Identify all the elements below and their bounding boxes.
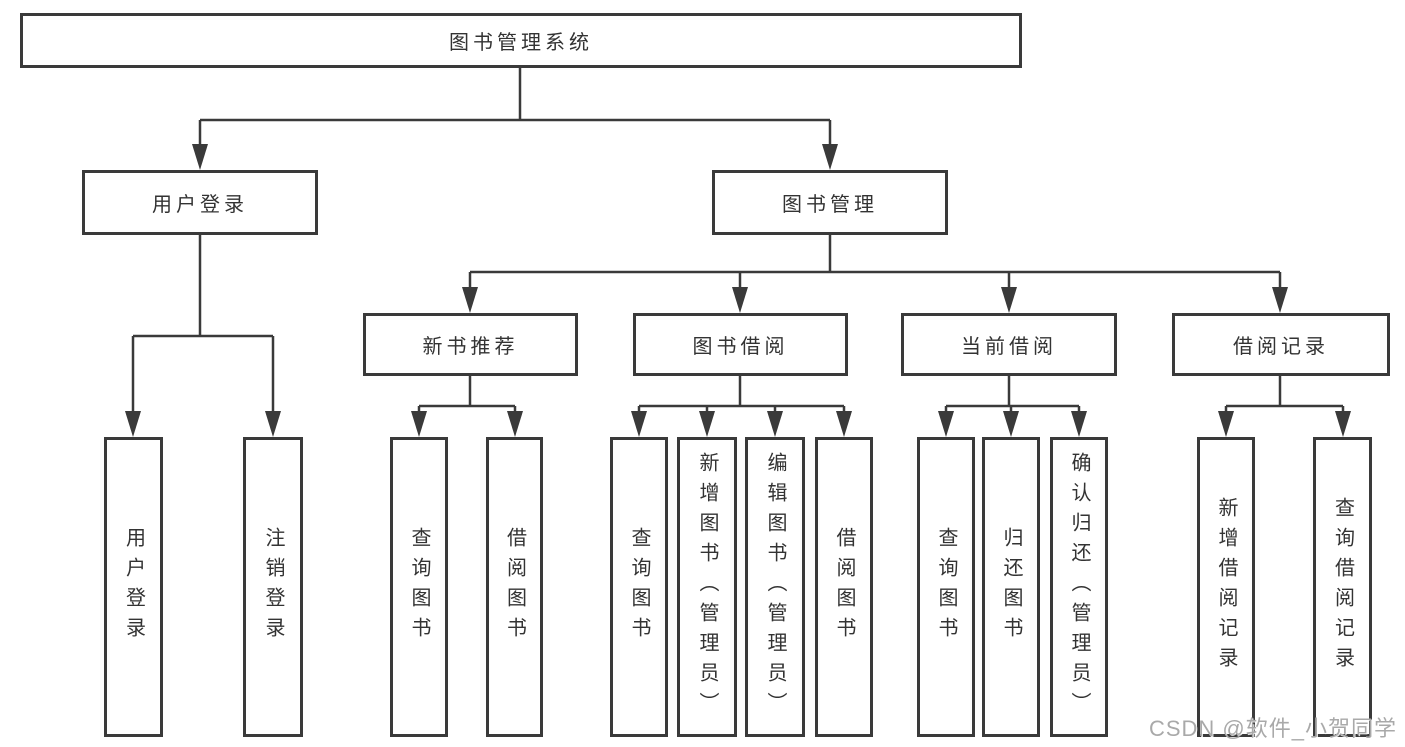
- arrow-down-icon: [1335, 411, 1351, 437]
- arrow-down-icon: [631, 411, 647, 437]
- arrow-down-icon: [1003, 411, 1019, 437]
- node-label: 借阅图书: [503, 527, 526, 647]
- node-label: 查询图书: [935, 527, 957, 647]
- edges-root: [192, 68, 838, 170]
- node-book-borrowing: 图书借阅: [633, 313, 848, 376]
- node-user-login: 用户登录: [82, 170, 318, 235]
- edges-user-login: [125, 235, 281, 437]
- connector-line: [637, 376, 846, 415]
- node-new-book-recommendation: 新书推荐: [363, 313, 578, 376]
- node-borrow-books-borrow: 借阅图书: [815, 437, 873, 737]
- arrow-down-icon: [767, 411, 783, 437]
- edges-new-book-recommendation: [411, 376, 523, 437]
- node-label: 查询图书: [408, 527, 430, 647]
- arrow-down-icon: [938, 411, 954, 437]
- node-logout-action: 注销登录: [243, 437, 303, 737]
- edges-borrowing-records: [1218, 376, 1351, 437]
- node-add-books-admin: 新增图书（管理员）: [677, 437, 737, 737]
- arrow-down-icon: [1001, 287, 1017, 313]
- node-confirm-return-admin: 确认归还（管理员）: [1050, 437, 1108, 737]
- connector-line: [468, 233, 1282, 292]
- node-label: 注销登录: [262, 527, 284, 647]
- node-label: 用户登录: [122, 527, 145, 647]
- connector-line: [944, 376, 1081, 415]
- watermark-text: CSDN @软件_小贺同学: [1148, 716, 1397, 741]
- node-query-books-current: 查询图书: [917, 437, 975, 737]
- node-label: 新增借阅记录: [1215, 497, 1237, 677]
- arrow-down-icon: [836, 411, 852, 437]
- node-borrow-books-recommend: 借阅图书: [486, 437, 543, 737]
- node-label: 确认归还（管理员）: [1068, 452, 1090, 722]
- arrow-down-icon: [265, 411, 281, 437]
- node-user-login-action: 用户登录: [104, 437, 163, 737]
- node-query-books-borrow: 查询图书: [610, 437, 668, 737]
- node-borrowing-records: 借阅记录: [1172, 313, 1390, 376]
- edges-current-borrowing: [938, 376, 1087, 437]
- node-add-borrowing-record: 新增借阅记录: [1197, 437, 1255, 737]
- node-query-borrowing-record: 查询借阅记录: [1313, 437, 1372, 737]
- node-label: 新增图书（管理员）: [696, 452, 718, 722]
- edges-book-management: [462, 233, 1288, 313]
- arrow-down-icon: [1272, 287, 1288, 313]
- node-label: 查询图书: [628, 527, 650, 647]
- node-book-management: 图书管理: [712, 170, 948, 235]
- arrow-down-icon: [507, 411, 523, 437]
- arrow-down-icon: [192, 144, 208, 170]
- node-label: 借阅图书: [833, 527, 855, 647]
- arrow-down-icon: [411, 411, 427, 437]
- node-library-management-system: 图书管理系统: [20, 13, 1022, 68]
- node-label: 编辑图书（管理员）: [764, 452, 786, 722]
- arrow-down-icon: [822, 144, 838, 170]
- arrow-down-icon: [1071, 411, 1087, 437]
- connector-line: [417, 376, 517, 415]
- arrow-down-icon: [699, 411, 715, 437]
- arrow-down-icon: [732, 287, 748, 313]
- connector-line: [131, 235, 275, 415]
- connector-line: [198, 68, 832, 148]
- connector-line: [1224, 376, 1345, 415]
- edges-book-borrowing: [631, 376, 852, 437]
- arrow-down-icon: [462, 287, 478, 313]
- node-label: 归还图书: [1000, 527, 1022, 647]
- node-current-borrowing: 当前借阅: [901, 313, 1117, 376]
- node-return-books: 归还图书: [982, 437, 1040, 737]
- node-edit-books-admin: 编辑图书（管理员）: [745, 437, 805, 737]
- arrow-down-icon: [1218, 411, 1234, 437]
- node-query-books-recommend: 查询图书: [390, 437, 448, 737]
- arrow-down-icon: [125, 411, 141, 437]
- node-label: 查询借阅记录: [1331, 497, 1354, 677]
